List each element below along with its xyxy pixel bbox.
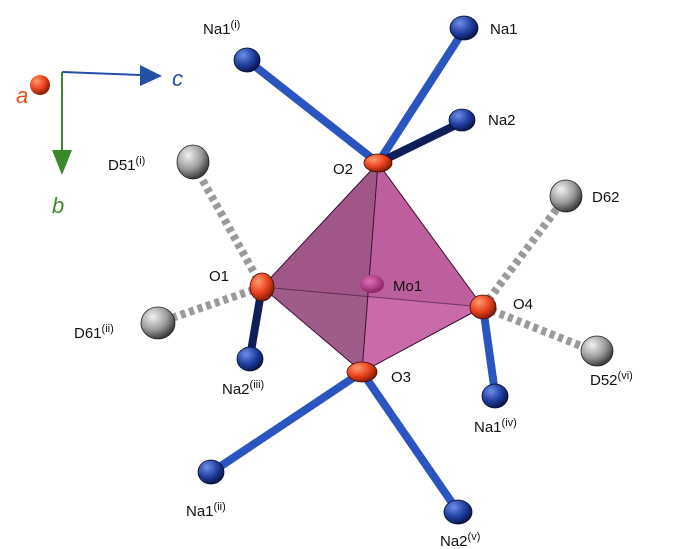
hbond-o1-d61ii (158, 283, 264, 326)
label-d51i: D51(i) (108, 155, 145, 174)
bond-o2-na1 (374, 26, 468, 167)
axis-indicator: a b c (16, 65, 183, 218)
label-na2: Na2 (488, 112, 516, 129)
atom-na1ii (197, 459, 225, 485)
atom-d51i (176, 144, 210, 180)
label-o3: O3 (391, 369, 411, 386)
sodium-atoms (197, 15, 509, 525)
deuterium-atoms (140, 144, 614, 367)
label-o4: O4 (513, 296, 533, 313)
axis-a-sphere (30, 75, 50, 95)
label-mo1: Mo1 (393, 278, 422, 295)
axis-c-label: c (172, 66, 183, 91)
label-o1: O1 (209, 268, 229, 285)
atom-mo1 (360, 275, 384, 293)
bond-o2-na1i (243, 56, 382, 167)
atom-d52vi (580, 335, 614, 367)
bond-o4-na1iv (479, 303, 499, 397)
label-o2: O2 (333, 161, 353, 178)
label-na1iv: Na1(iv) (474, 417, 517, 436)
hbond-o4-d52vi (481, 303, 598, 356)
atom-o2 (363, 153, 393, 173)
label-d52vi: D52(vi) (590, 370, 633, 389)
mo-tetrahedron (261, 162, 484, 373)
sodium-bonds-front (211, 303, 499, 514)
label-d61ii: D61(ii) (74, 323, 114, 342)
atom-o3 (346, 361, 378, 383)
label-na1i: Na1(i) (203, 19, 240, 38)
atom-d62 (549, 179, 583, 213)
axis-b-arrowhead (52, 150, 72, 175)
atom-na2iii (236, 346, 264, 372)
axis-b-label: b (52, 193, 64, 218)
atom-o4 (469, 294, 497, 320)
hbond-o4-d62 (479, 195, 569, 310)
atom-o1 (249, 272, 275, 302)
tetra-face-left (262, 163, 378, 372)
bond-o3-na1ii (211, 368, 366, 474)
atom-labels: Mo1 O1 O2 O3 O4 Na1(i) Na1 Na2 Na2(iii) … (74, 19, 633, 549)
axis-c-line (61, 71, 141, 76)
atom-d61ii (140, 306, 176, 340)
oxygen-atoms (249, 153, 497, 383)
tetra-face-right (362, 163, 483, 372)
hydrogen-bonds (158, 161, 598, 356)
bond-o3-na2v (358, 368, 461, 514)
atom-na1iv (481, 383, 509, 409)
atom-na2 (448, 108, 476, 132)
axis-a-label: a (16, 83, 28, 108)
bond-o2-na2 (374, 118, 466, 167)
label-na2v: Na2(v) (440, 531, 480, 549)
atom-na1i (233, 47, 261, 73)
label-d62: D62 (592, 189, 620, 206)
label-na1ii: Na1(ii) (186, 501, 226, 520)
label-na1: Na1 (490, 21, 518, 38)
atom-na2v (443, 499, 473, 525)
axis-c-arrowhead (140, 65, 162, 86)
atom-na1 (449, 15, 479, 41)
sodium-bonds-back (243, 26, 468, 167)
hbond-o1-d51i (189, 161, 266, 289)
label-na2iii: Na2(iii) (222, 379, 264, 398)
